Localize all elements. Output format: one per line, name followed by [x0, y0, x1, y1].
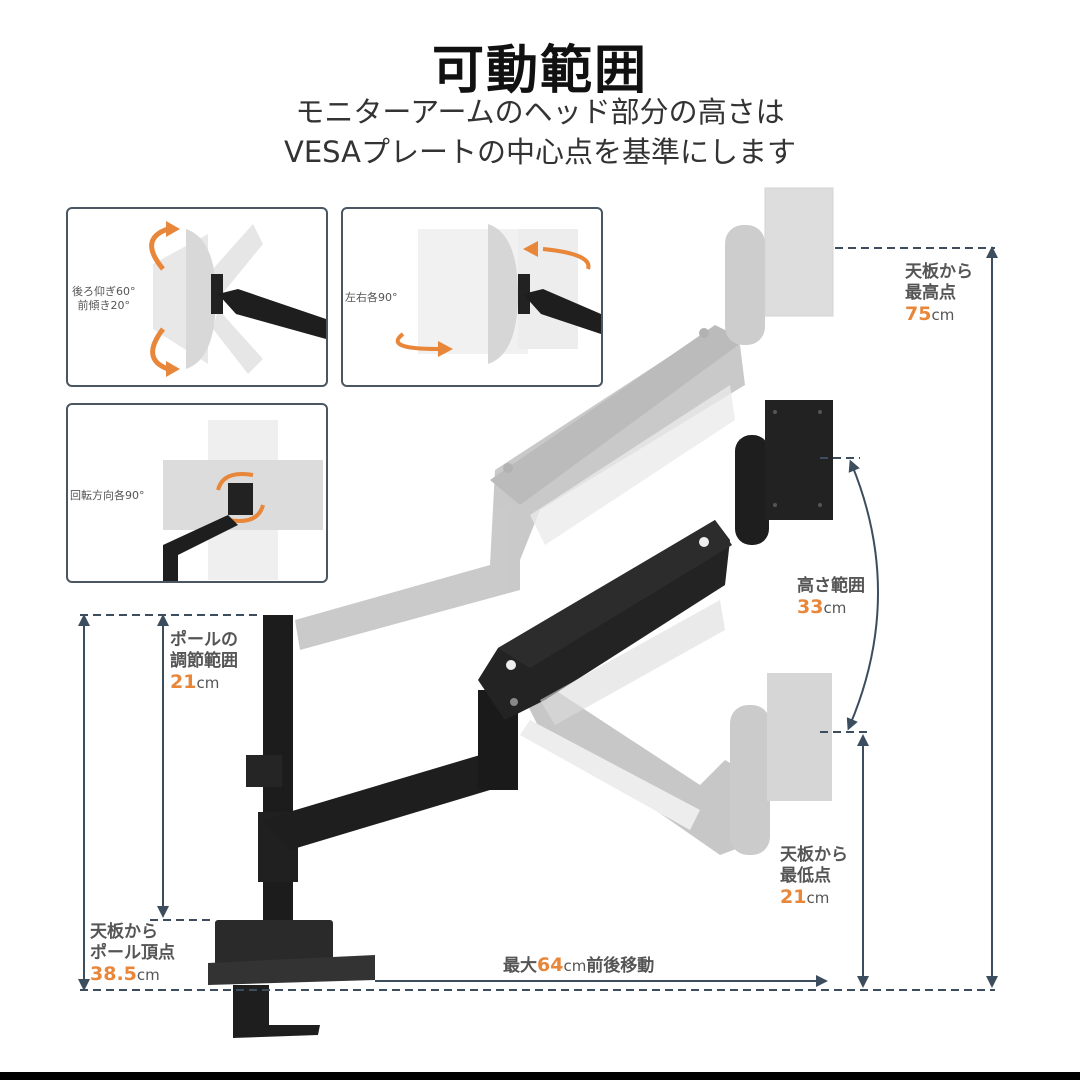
label-max-height: 天板から 最高点 75cm [905, 262, 973, 325]
inset-tilt: 後ろ仰ぎ60° 前傾き20° [66, 207, 328, 387]
label-min-height: 天板から 最低点 21cm [780, 845, 848, 908]
bottom-border [0, 1072, 1080, 1080]
label-pole-top: 天板から ポール頂点 38.5cm [90, 922, 175, 985]
label-pole-adjust: ポールの 調節範囲 21cm [170, 630, 238, 693]
subtitle: モニターアームのヘッド部分の高さは VESAプレートの中心点を基準にします [0, 92, 1080, 172]
desk-clamp [208, 920, 375, 1038]
rotate-label: 回転方向各90° [70, 489, 145, 502]
main-arm-black [478, 400, 833, 725]
tilt-illustration [149, 221, 326, 377]
dimension-lines [78, 246, 998, 991]
ghost-arm-lower [520, 673, 832, 855]
swivel-label: 左右各90° [345, 291, 398, 304]
subtitle-line-1: モニターアームのヘッド部分の高さは [295, 95, 785, 129]
base-arm [262, 755, 490, 850]
tilt-label: 後ろ仰ぎ60° 前傾き20° [72, 285, 136, 312]
label-height-range: 高さ範囲 33cm [797, 576, 865, 618]
subtitle-line-2: VESAプレートの中心点を基準にします [284, 135, 796, 169]
pole [246, 615, 298, 920]
inset-rotate: 回転方向各90° [66, 403, 328, 583]
page-title: 可動範囲 [431, 41, 648, 101]
inset-swivel: 左右各90° [341, 207, 603, 387]
ghost-arm-upper [295, 187, 834, 650]
rotate-illustration [163, 420, 323, 581]
label-depth: 最大64cm前後移動 [503, 954, 655, 977]
swivel-illustration [395, 224, 601, 364]
